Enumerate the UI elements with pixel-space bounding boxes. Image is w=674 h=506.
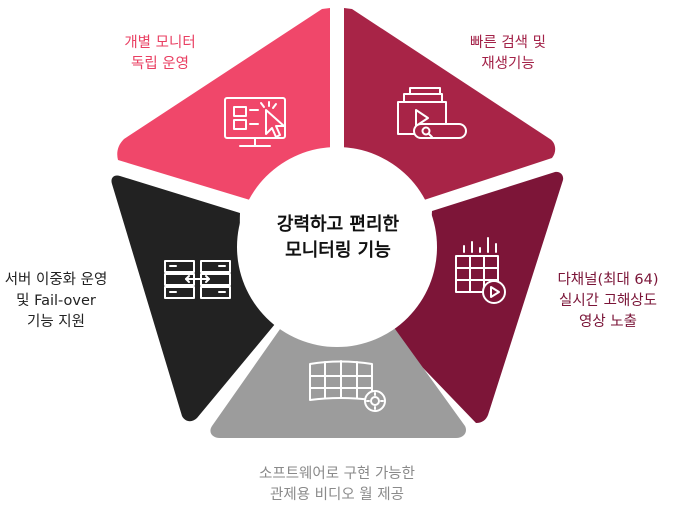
label-multichannel-line1: 다채널(최대 64) <box>557 272 659 288</box>
center-circle <box>237 147 437 347</box>
grid-play-icon <box>455 237 506 304</box>
monitor-cursor-icon <box>224 97 286 147</box>
label-software-wall: 소프트웨어로 구현 가능한 관제용 비디오 월 제공 <box>227 464 447 506</box>
center-title-line1: 강력하고 편리한 <box>276 214 400 235</box>
label-software-wall-line2: 관제용 비디오 월 제공 <box>270 487 404 503</box>
label-software-wall-line1: 소프트웨어로 구현 가능한 <box>259 466 415 482</box>
label-failover-line1: 서버 이중화 운영 <box>4 272 108 288</box>
label-multichannel-line3: 영상 노출 <box>579 314 637 330</box>
label-independent-monitor: 개별 모니터 독립 운영 <box>100 33 220 75</box>
label-failover: 서버 이중화 운영 및 Fail-over 기능 지원 <box>0 270 112 333</box>
video-search-icon <box>397 87 467 139</box>
center-title-line2: 모니터링 기능 <box>285 240 391 261</box>
segment-independent-monitor <box>117 8 330 200</box>
label-multichannel: 다채널(최대 64) 실시간 고해상도 영상 노출 <box>546 270 670 333</box>
center-title: 강력하고 편리한 모니터링 기능 <box>243 212 433 264</box>
label-failover-line3: 기능 지원 <box>27 314 85 330</box>
label-fast-search-line1: 빠른 검색 및 <box>470 35 546 51</box>
label-multichannel-line2: 실시간 고해상도 <box>559 293 657 309</box>
segment-fast-search <box>344 8 556 200</box>
label-independent-monitor-line1: 개별 모니터 <box>124 35 196 51</box>
label-failover-line2: 및 Fail-over <box>16 293 96 309</box>
segment-multichannel <box>375 171 564 423</box>
label-fast-search-line2: 재생기능 <box>481 56 535 72</box>
video-wall-gear-icon <box>309 360 386 412</box>
server-redundancy-icon <box>164 260 231 299</box>
label-independent-monitor-line2: 독립 운영 <box>131 56 189 72</box>
segment-software-wall <box>210 322 466 438</box>
label-fast-search: 빠른 검색 및 재생기능 <box>448 33 568 75</box>
